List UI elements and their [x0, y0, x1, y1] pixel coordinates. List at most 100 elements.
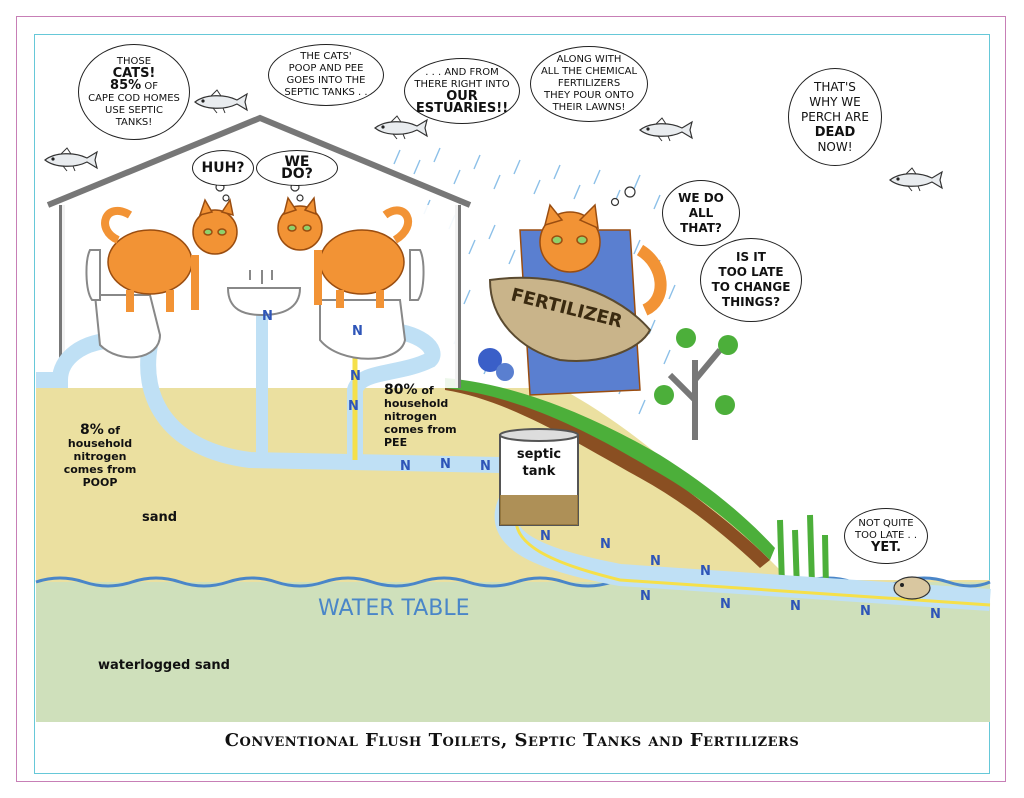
toilets [85, 249, 425, 360]
fish-3 [374, 115, 428, 140]
label-text: household nitrogen [67, 437, 133, 463]
thought-bubble-cat-left: HUH? [192, 150, 254, 186]
fish-1 [44, 147, 98, 172]
bubble-text: THAT'S [814, 79, 856, 94]
bubble-text: ALL [688, 205, 714, 220]
bubble-text: FERTILIZERS [557, 78, 621, 89]
bubble-text: PERCH ARE [801, 109, 869, 124]
bubble-text: TANKS! [115, 116, 153, 128]
bubble-text: THERE RIGHT INTO [414, 79, 510, 90]
fish-4 [639, 117, 693, 142]
bubble-text: THEIR LAWNS! [552, 102, 626, 113]
bubble-text: . . . AND FROM [425, 67, 499, 78]
nitrogen-marker: N [480, 459, 491, 474]
pee-percent: 80% [384, 382, 418, 398]
label-text: comes from [63, 463, 137, 476]
nitrogen-marker: N [650, 554, 661, 569]
nitrogen-marker: N [350, 369, 361, 384]
bubble-text: CATS! [112, 65, 156, 81]
bubble-text: TOO LATE [718, 265, 784, 279]
bubble-text: OF [144, 80, 158, 92]
nitrogen-marker: N [860, 604, 871, 619]
bubble-text: POOP AND PEE [288, 63, 364, 74]
bubble-text: THE CATS' [300, 51, 352, 62]
bubble-text: ALONG WITH [556, 54, 622, 65]
septic-tank [499, 428, 579, 526]
bubble-text: ALL THE CHEMICAL [540, 66, 638, 77]
nitrogen-marker: N [352, 324, 363, 339]
bubble-text: THINGS? [721, 295, 781, 309]
tree [667, 348, 723, 440]
nitrogen-marker: N [930, 607, 941, 622]
thought-bubble-gardener-2: IS IT TOO LATE TO CHANGE THINGS? [700, 238, 802, 322]
nitrogen-marker: N [700, 564, 711, 579]
bubble-text: TO CHANGE [711, 280, 791, 294]
cat-left [101, 198, 238, 312]
bubble-text: SEPTIC TANKS . . [284, 87, 368, 98]
nitrogen-marker: N [720, 597, 731, 612]
bubble-text: DEAD [814, 124, 856, 140]
poop-percent: 8% [80, 422, 104, 438]
bubble-text: TOO LATE . . [854, 530, 918, 541]
label-text: comes from [384, 423, 457, 436]
bubble-text: WE DO [678, 190, 724, 205]
outer-frame [16, 16, 1006, 782]
bubble-text: CAPE COD HOMES [88, 92, 180, 104]
sand-label: sand [142, 510, 178, 525]
nitrogen-marker: N [440, 457, 451, 472]
speech-bubble-fish-2: THE CATS' POOP AND PEE GOES INTO THE SEP… [268, 44, 384, 106]
nitrogen-marker: N [640, 589, 651, 604]
fish-5 [889, 167, 943, 192]
reeds [777, 514, 829, 591]
sink [226, 270, 302, 317]
label-text: tank [522, 464, 556, 479]
bubble-text: 85% [110, 77, 142, 93]
bubble-text: HUH? [201, 160, 245, 176]
waterlogged-sand-label: waterlogged sand [98, 658, 230, 673]
perch-fish [893, 576, 931, 600]
bubble-text: YET. [870, 540, 902, 555]
fish-2 [194, 89, 248, 114]
nitrogen-markers: N N N N N N N N N N N N N N N N [262, 309, 941, 622]
thought-bubble-gardener-1: WE DO ALL THAT? [662, 180, 740, 246]
tree-leaves [654, 328, 738, 415]
diagram-title: Conventional Flush Toilets, Septic Tanks… [224, 730, 800, 751]
nitrogen-marker: N [262, 309, 273, 324]
speech-bubble-perch: NOT QUITE TOO LATE . . YET. [844, 508, 928, 564]
speech-bubble-fish-1: THOSE CATS! 85% OF CAPE COD HOMES USE SE… [78, 44, 190, 140]
nitrogen-marker: N [540, 529, 551, 544]
pee-nitrogen-label: 80% of household nitrogen comes from PEE [384, 382, 504, 449]
bubble-text: THAT? [680, 220, 722, 235]
label-text: septic [516, 447, 562, 462]
cat-right [277, 196, 413, 308]
label-text: of [107, 424, 120, 437]
label-text: POOP [82, 476, 118, 489]
bubble-text: THOSE [116, 55, 152, 67]
bubble-text: ESTUARIES!! [415, 101, 509, 116]
bubble-text: NOT QUITE [858, 518, 914, 529]
bubble-text: USE SEPTIC [105, 104, 163, 116]
nitrogen-marker: N [348, 399, 359, 414]
nitrogen-marker: N [400, 459, 411, 474]
bubble-text: WE DO? [281, 154, 313, 182]
bubble-text: NOW! [817, 139, 853, 154]
speech-bubble-fish-3: . . . AND FROM THERE RIGHT INTO OUR ESTU… [404, 58, 520, 124]
water-table-label: WATER TABLE [318, 596, 470, 621]
nitrogen-marker: N [600, 537, 611, 552]
bubble-text: WHY WE [809, 94, 861, 109]
fertilizer-bag [478, 276, 652, 381]
speech-bubble-fish-5: THAT'S WHY WE PERCH ARE DEAD NOW! [788, 68, 882, 166]
label-text: household nitrogen [384, 397, 449, 423]
label-text: of [421, 384, 434, 397]
inner-frame [34, 34, 990, 774]
label-text: PEE [384, 436, 408, 449]
septic-tank-label: septic tank [508, 446, 570, 480]
bubble-text: GOES INTO THE [286, 75, 366, 86]
nitrogen-marker: N [790, 599, 801, 614]
waterlogged-layer [36, 582, 990, 722]
bubble-text: THEY POUR ONTO [544, 90, 634, 101]
bubble-text: OUR [446, 89, 478, 104]
speech-bubble-fish-4: ALONG WITH ALL THE CHEMICAL FERTILIZERS … [530, 46, 648, 122]
